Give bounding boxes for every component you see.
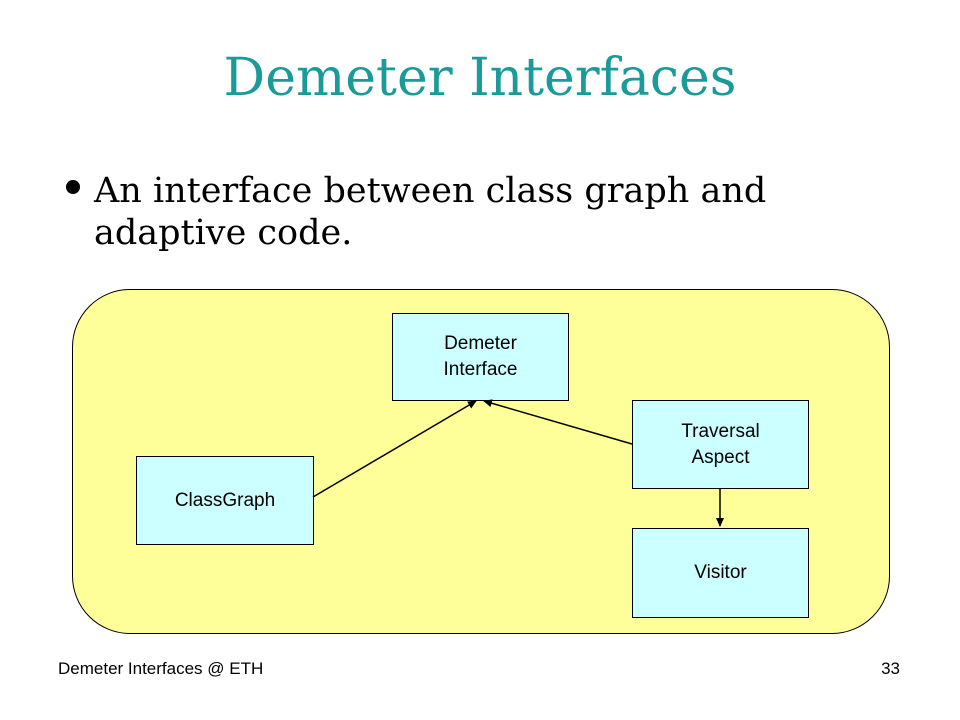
footer-text: Demeter Interfaces @ ETH [58, 659, 264, 678]
node-traversal-aspect: Traversal Aspect [632, 400, 809, 489]
node-class-graph: ClassGraph [136, 456, 314, 545]
bullet-text: An interface between class graph and ada… [94, 171, 767, 253]
node-visitor: Visitor [632, 528, 809, 618]
node-demeter-interface: Demeter Interface [392, 313, 569, 401]
bullet-icon [66, 180, 80, 194]
page-number: 33 [881, 659, 900, 678]
slide-title: Demeter Interfaces [223, 48, 737, 108]
